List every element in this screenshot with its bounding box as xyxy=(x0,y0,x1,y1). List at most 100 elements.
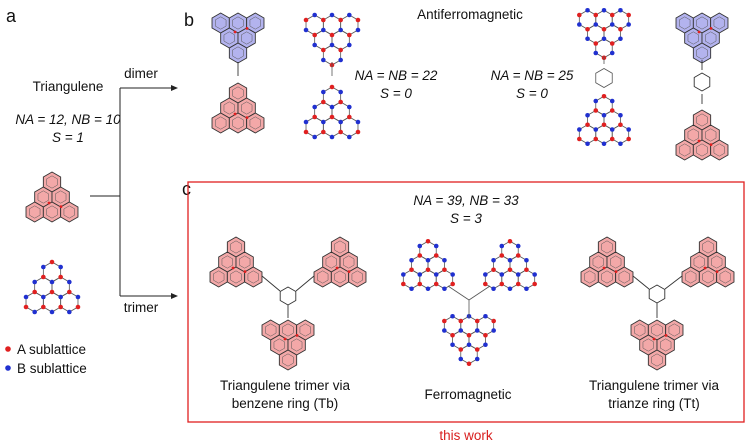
a-site-dot xyxy=(491,318,496,324)
aromatic-circle xyxy=(223,31,235,45)
radical-dot xyxy=(602,266,606,270)
b-site-dot xyxy=(442,286,447,292)
tt-right-triangulene xyxy=(681,236,735,288)
b-site-dot xyxy=(442,328,447,333)
dimer-2-counts: NA = NB = 25 xyxy=(491,68,574,83)
b-site-dot xyxy=(75,294,81,300)
radical-dot xyxy=(245,27,249,30)
aromatic-circle xyxy=(247,270,259,284)
a-site-dot xyxy=(499,281,505,287)
b-site-dot xyxy=(609,127,615,132)
b-site-dot xyxy=(32,279,37,285)
aromatic-circle xyxy=(215,116,227,130)
lattice-ring xyxy=(305,14,324,36)
aromatic-circle xyxy=(46,175,58,189)
lattice-ring xyxy=(595,95,613,116)
b-site-dot xyxy=(618,7,623,13)
b-site-dot xyxy=(499,272,505,277)
lattice-ring xyxy=(603,110,621,130)
trimer-arrow-label: trimer xyxy=(124,300,159,315)
aromatic-circle xyxy=(719,270,731,284)
a-site-dot xyxy=(303,17,309,23)
a-site-dot xyxy=(329,114,335,120)
aromatic-circle xyxy=(241,31,253,45)
b-site-dot xyxy=(618,112,623,118)
radical-dot xyxy=(652,337,656,341)
b-site-dot xyxy=(329,134,335,140)
hexagon-ring xyxy=(675,139,694,161)
triangulene-spin: S = 1 xyxy=(52,130,84,145)
a-site-dot xyxy=(433,281,439,287)
radical-dot xyxy=(47,201,51,205)
b-site-dot xyxy=(32,309,37,315)
aromatic-circle xyxy=(601,270,613,284)
hexagon-ring xyxy=(228,112,248,134)
aromatic-circle xyxy=(223,101,235,115)
b-site-dot xyxy=(458,328,464,333)
lattice-ring xyxy=(443,315,462,336)
a-site-dot xyxy=(321,99,326,105)
aromatic-circle xyxy=(46,205,58,219)
lattice-ring xyxy=(42,261,62,283)
legend-a-dot xyxy=(5,346,11,352)
b-site-dot xyxy=(338,27,343,33)
aromatic-circle xyxy=(334,240,346,254)
a-site-dot xyxy=(515,281,521,287)
aromatic-circle xyxy=(232,16,244,30)
a-site-dot xyxy=(347,114,352,120)
b-site-dot xyxy=(618,141,623,147)
a-site-dot xyxy=(618,122,623,128)
a-site-dot xyxy=(425,238,431,244)
radical-dot xyxy=(715,270,719,273)
this-work-label: this work xyxy=(439,428,493,443)
aromatic-circle xyxy=(29,205,41,219)
trimer-arrow-head xyxy=(171,293,178,299)
aromatic-circle xyxy=(282,323,294,337)
radical-dot xyxy=(233,30,237,34)
aromatic-circle xyxy=(660,338,672,352)
radical-dot xyxy=(295,334,299,337)
lattice-ring xyxy=(578,9,597,30)
b-site-dot xyxy=(347,12,352,18)
aromatic-circle xyxy=(230,270,242,284)
legend-a-label: A sublattice xyxy=(17,342,86,357)
dimer-1-bottom-triangulene xyxy=(211,82,265,134)
a-site-dot xyxy=(609,108,615,113)
b-site-dot xyxy=(577,127,582,132)
aromatic-circle xyxy=(705,31,717,45)
hexagon-ring xyxy=(60,201,79,223)
a-site-dot xyxy=(593,108,599,113)
aromatic-circle xyxy=(651,353,663,367)
b-site-dot xyxy=(483,272,488,277)
hexagon-ring xyxy=(681,266,700,288)
b-site-dot xyxy=(347,134,352,140)
hexagon-ring xyxy=(597,266,617,288)
a-site-dot xyxy=(483,281,488,287)
b-site-dot xyxy=(593,22,599,27)
aromatic-circle xyxy=(282,353,294,367)
radical-dot xyxy=(335,266,339,270)
lattice-ring xyxy=(322,14,342,36)
a-site-dot xyxy=(58,274,63,280)
b-site-dot xyxy=(626,22,631,27)
b-site-dot xyxy=(425,286,431,292)
b-site-dot xyxy=(338,119,343,125)
lattice-ring xyxy=(322,86,342,108)
dimer-2-spacer-ring xyxy=(595,68,613,88)
lattice-ring xyxy=(595,9,613,30)
a-site-dot xyxy=(458,318,464,324)
b-site-dot xyxy=(338,57,343,63)
a-site-dot xyxy=(524,267,529,273)
b-site-dot xyxy=(507,257,513,263)
dimer-1-top-lattice xyxy=(303,12,361,68)
a-site-dot xyxy=(41,304,46,310)
antiferro-header: Antiferromagnetic xyxy=(417,7,523,22)
b-site-dot xyxy=(474,356,480,362)
aromatic-circle xyxy=(634,323,646,337)
a-site-dot xyxy=(329,84,335,90)
lattice-ring xyxy=(322,116,342,138)
tt-left-triangulene xyxy=(580,236,634,288)
ferro-bottom-lattice xyxy=(442,313,496,367)
dimer-1-counts: NA = NB = 22 xyxy=(355,68,438,83)
branch-arrows xyxy=(90,87,172,297)
